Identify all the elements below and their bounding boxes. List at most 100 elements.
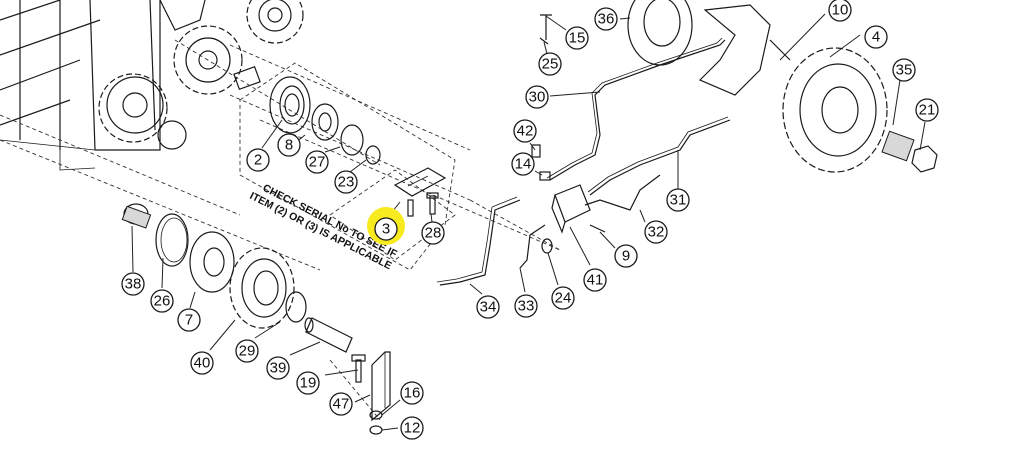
bolt-item-25	[539, 37, 549, 45]
callouts: 15 36 10 4 25 35 30 21 2 8 27 23 42 14 3…	[121, 0, 939, 440]
callout-32: 32	[644, 220, 668, 244]
callout-21: 21	[915, 98, 939, 122]
svg-text:41: 41	[587, 272, 604, 289]
fitting-item-14	[539, 171, 551, 181]
svg-text:24: 24	[555, 290, 572, 307]
option-group-box	[239, 62, 456, 271]
svg-text:26: 26	[154, 293, 171, 310]
svg-text:9: 9	[622, 248, 630, 265]
callout-15: 15	[565, 26, 589, 50]
svg-text:42: 42	[517, 123, 534, 140]
svg-text:23: 23	[338, 174, 355, 191]
shaft-item-39	[304, 317, 353, 353]
svg-text:4: 4	[872, 29, 880, 46]
grease-line-33	[519, 224, 546, 269]
callout-25: 25	[538, 52, 562, 76]
callout-16: 16	[400, 381, 424, 405]
callout-7: 7	[177, 308, 201, 332]
callout-10: 10	[828, 0, 852, 22]
svg-text:21: 21	[919, 102, 936, 119]
svg-text:10: 10	[832, 2, 849, 19]
callout-24: 24	[551, 286, 575, 310]
svg-text:12: 12	[404, 420, 421, 437]
bolt-item-15	[540, 14, 552, 40]
fitting-item-42	[531, 144, 541, 158]
svg-text:31: 31	[670, 192, 687, 209]
callout-35: 35	[892, 58, 916, 82]
snap-ring-item-26	[155, 213, 189, 267]
bolt-item-10	[769, 39, 791, 61]
svg-text:35: 35	[896, 62, 913, 79]
frame-housing	[0, 0, 206, 171]
fitting-item-9	[589, 224, 606, 233]
sprocket-item-4	[782, 47, 888, 173]
disc-item-36	[627, 0, 693, 66]
grease-line-32	[584, 174, 661, 211]
callout-4: 4	[864, 25, 888, 49]
svg-text:47: 47	[333, 396, 350, 413]
callout-12: 12	[400, 416, 424, 440]
bearing-item-7	[189, 231, 235, 293]
callout-8: 8	[277, 133, 301, 157]
callout-14: 14	[511, 152, 535, 176]
svg-text:36: 36	[598, 11, 615, 28]
svg-text:8: 8	[285, 137, 293, 154]
snap-ring-item-27	[340, 124, 364, 156]
svg-text:28: 28	[425, 225, 442, 242]
svg-text:2: 2	[254, 152, 262, 169]
grease-line-31	[587, 116, 731, 196]
spacer-item-35	[881, 130, 915, 162]
distribution-block-41	[551, 184, 591, 234]
callout-23: 23	[334, 170, 358, 194]
snap-ring-item-29	[285, 291, 307, 323]
sprocket-item-40	[229, 247, 295, 329]
housing-sprocket-lower	[98, 73, 168, 143]
bearing-item-8	[311, 103, 339, 141]
callout-42: 42	[513, 119, 537, 143]
callout-2: 2	[246, 148, 270, 172]
svg-text:27: 27	[309, 154, 326, 171]
callout-27: 27	[305, 150, 329, 174]
bolt-item-28	[426, 192, 439, 215]
svg-text:3: 3	[382, 221, 390, 238]
callout-28: 28	[421, 221, 445, 245]
callout-39: 39	[266, 356, 290, 380]
callout-40: 40	[190, 351, 214, 375]
fitting-item-24	[541, 238, 553, 254]
svg-text:15: 15	[569, 30, 586, 47]
housing-sprocket-mid	[173, 25, 243, 95]
callout-36: 36	[594, 7, 618, 31]
svg-text:29: 29	[239, 343, 256, 360]
bracket-item-47	[371, 351, 391, 422]
grease-line-30	[546, 37, 726, 181]
callout-30: 30	[525, 85, 549, 109]
callout-31: 31	[666, 188, 690, 212]
callout-19: 19	[296, 371, 320, 395]
callout-3-highlighted: 3	[367, 207, 405, 245]
guard-plate	[698, 4, 771, 96]
svg-text:25: 25	[542, 56, 559, 73]
svg-text:30: 30	[529, 89, 546, 106]
nut-item-21	[911, 145, 938, 173]
svg-text:38: 38	[125, 276, 142, 293]
bolt-item-19	[351, 354, 366, 383]
callout-29: 29	[235, 339, 259, 363]
plate-item-3	[393, 167, 447, 217]
bushing-item-38	[121, 203, 152, 229]
callout-33: 33	[514, 294, 538, 318]
svg-text:14: 14	[515, 156, 532, 173]
callout-26: 26	[150, 289, 174, 313]
svg-text:32: 32	[648, 224, 665, 241]
housing-sprocket-upper	[246, 0, 304, 44]
callout-38: 38	[121, 272, 145, 296]
svg-text:40: 40	[194, 355, 211, 372]
nut-item-12	[369, 425, 383, 435]
svg-text:33: 33	[518, 298, 535, 315]
sprocket-item-2	[269, 76, 311, 134]
callout-34: 34	[476, 295, 500, 319]
callout-47: 47	[329, 392, 353, 416]
grease-line-34	[436, 196, 521, 286]
callout-41: 41	[583, 268, 607, 292]
washer-item-23	[365, 145, 381, 165]
